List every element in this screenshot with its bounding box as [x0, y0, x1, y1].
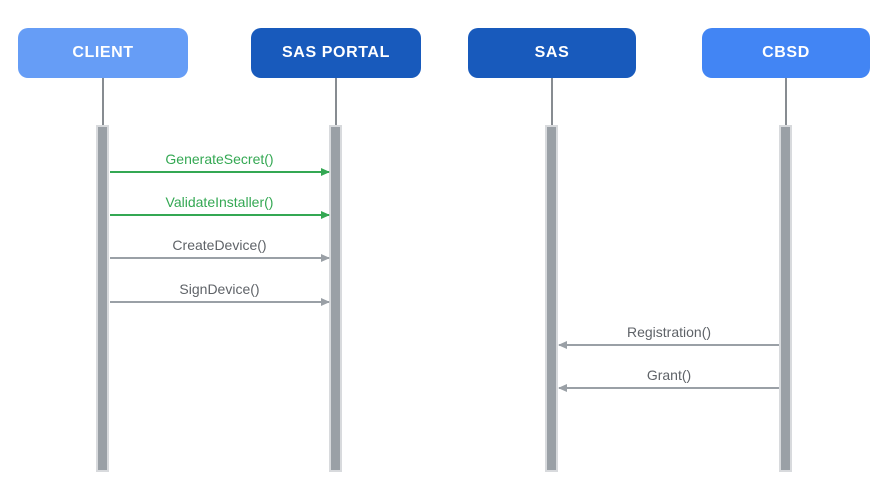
arrow-left-icon — [558, 340, 567, 349]
arrow-right-icon — [321, 253, 330, 262]
arrow-right-icon — [321, 211, 330, 219]
arrow-right-icon — [321, 168, 330, 176]
actor-label-client: CLIENT — [72, 44, 134, 61]
message-arrow-line — [110, 253, 330, 262]
message-arrow-line — [110, 211, 330, 219]
message-label: ValidateInstaller() — [165, 194, 274, 210]
message-label: CreateDevice() — [172, 237, 267, 253]
message-arrow-line — [110, 168, 330, 176]
message-label: SignDevice() — [179, 281, 260, 297]
actor-box-sas-portal: SAS PORTAL — [251, 28, 421, 78]
activation-bar-cbsd — [779, 125, 792, 472]
actor-label-cbsd: CBSD — [762, 44, 810, 61]
activation-bar-client — [96, 125, 109, 472]
message-label: Registration() — [626, 324, 712, 340]
message-arrow-line — [558, 383, 779, 392]
lifeline-client — [102, 78, 104, 125]
arrow-right-icon — [321, 297, 330, 306]
lifeline-cbsd — [785, 78, 787, 125]
arrow-left-icon — [558, 383, 567, 392]
activation-bar-sas-portal — [329, 125, 342, 472]
actor-box-cbsd: CBSD — [702, 28, 870, 78]
actor-label-sas-portal: SAS PORTAL — [282, 44, 390, 61]
lifeline-sas — [551, 78, 553, 125]
message-arrow-line — [558, 340, 779, 349]
lifeline-sas-portal — [335, 78, 337, 125]
actor-box-sas: SAS — [468, 28, 636, 78]
actor-label-sas: SAS — [534, 44, 570, 61]
activation-bar-sas — [545, 125, 558, 472]
message-label: GenerateSecret() — [165, 151, 274, 167]
actor-box-client: CLIENT — [18, 28, 188, 78]
message-arrow-line — [110, 297, 330, 306]
message-label: Grant() — [646, 367, 692, 383]
